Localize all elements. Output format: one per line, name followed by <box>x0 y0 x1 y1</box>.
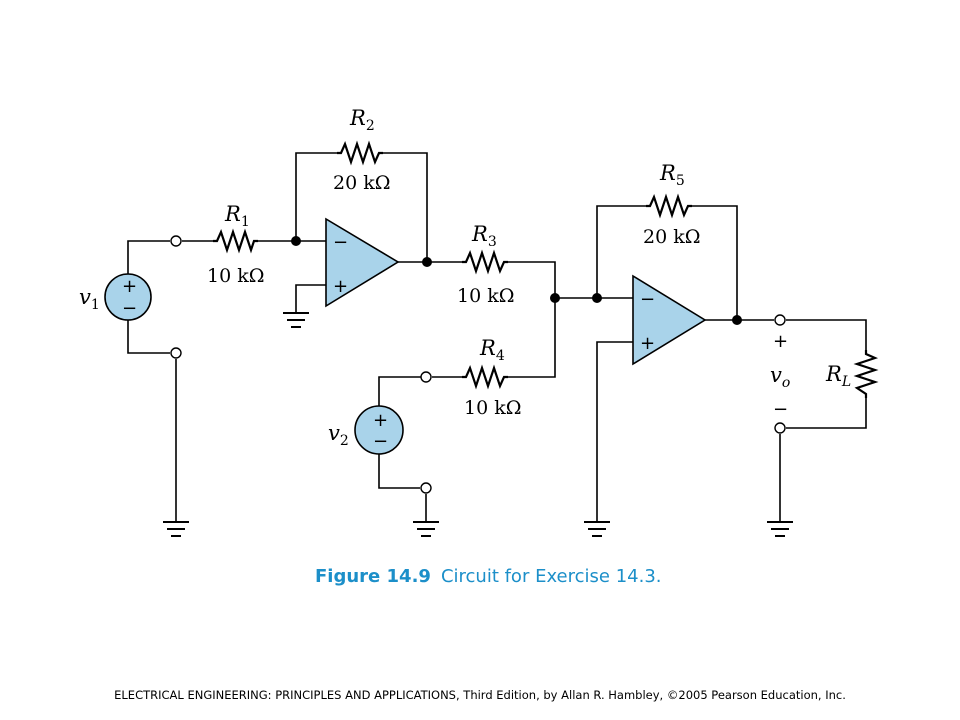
r1-resistor <box>213 228 258 254</box>
opamp2-plus-sign: + <box>640 333 655 354</box>
vo-label: vo <box>770 363 790 391</box>
opamp-1 <box>325 217 400 308</box>
vo-plus-sign: + <box>773 331 788 352</box>
vo-minus-sign: − <box>773 399 788 420</box>
r4-value: 10 kΩ <box>464 397 521 419</box>
r5-value: 20 kΩ <box>643 226 700 248</box>
copyright-credit: ELECTRICAL ENGINEERING: PRINCIPLES AND A… <box>114 688 846 702</box>
v2-source <box>354 405 404 455</box>
r3-value: 10 kΩ <box>457 285 514 307</box>
wires <box>127 152 867 522</box>
opamp1-minus-sign: − <box>333 232 348 253</box>
v2-minus-sign: − <box>373 431 388 452</box>
r2-label: R2 <box>349 106 375 134</box>
v1-minus-sign: − <box>122 298 137 319</box>
r1-label: R1 <box>224 202 250 230</box>
v1-label: v1 <box>79 285 100 313</box>
opamp1-plus-sign: + <box>333 276 348 297</box>
r5-resistor <box>646 193 692 219</box>
opamp2-minus-sign: − <box>640 289 655 310</box>
rl-label: RL <box>825 362 851 390</box>
r5-label: R5 <box>659 161 685 189</box>
v1-plus-sign: + <box>122 276 137 297</box>
r3-resistor <box>462 249 508 275</box>
r4-resistor <box>462 364 508 390</box>
v1-source <box>104 273 152 321</box>
r2-resistor <box>337 140 383 166</box>
rl-resistor <box>853 350 879 398</box>
r2-value: 20 kΩ <box>333 172 390 194</box>
ground-symbols <box>163 312 793 537</box>
r1-value: 10 kΩ <box>207 265 264 287</box>
v2-plus-sign: + <box>373 410 388 431</box>
r4-label: R4 <box>479 336 505 364</box>
terminals <box>170 235 786 494</box>
v2-label: v2 <box>328 421 349 449</box>
r3-label: R3 <box>471 222 497 250</box>
opamp-2 <box>632 274 707 366</box>
junction-dots <box>291 236 742 325</box>
